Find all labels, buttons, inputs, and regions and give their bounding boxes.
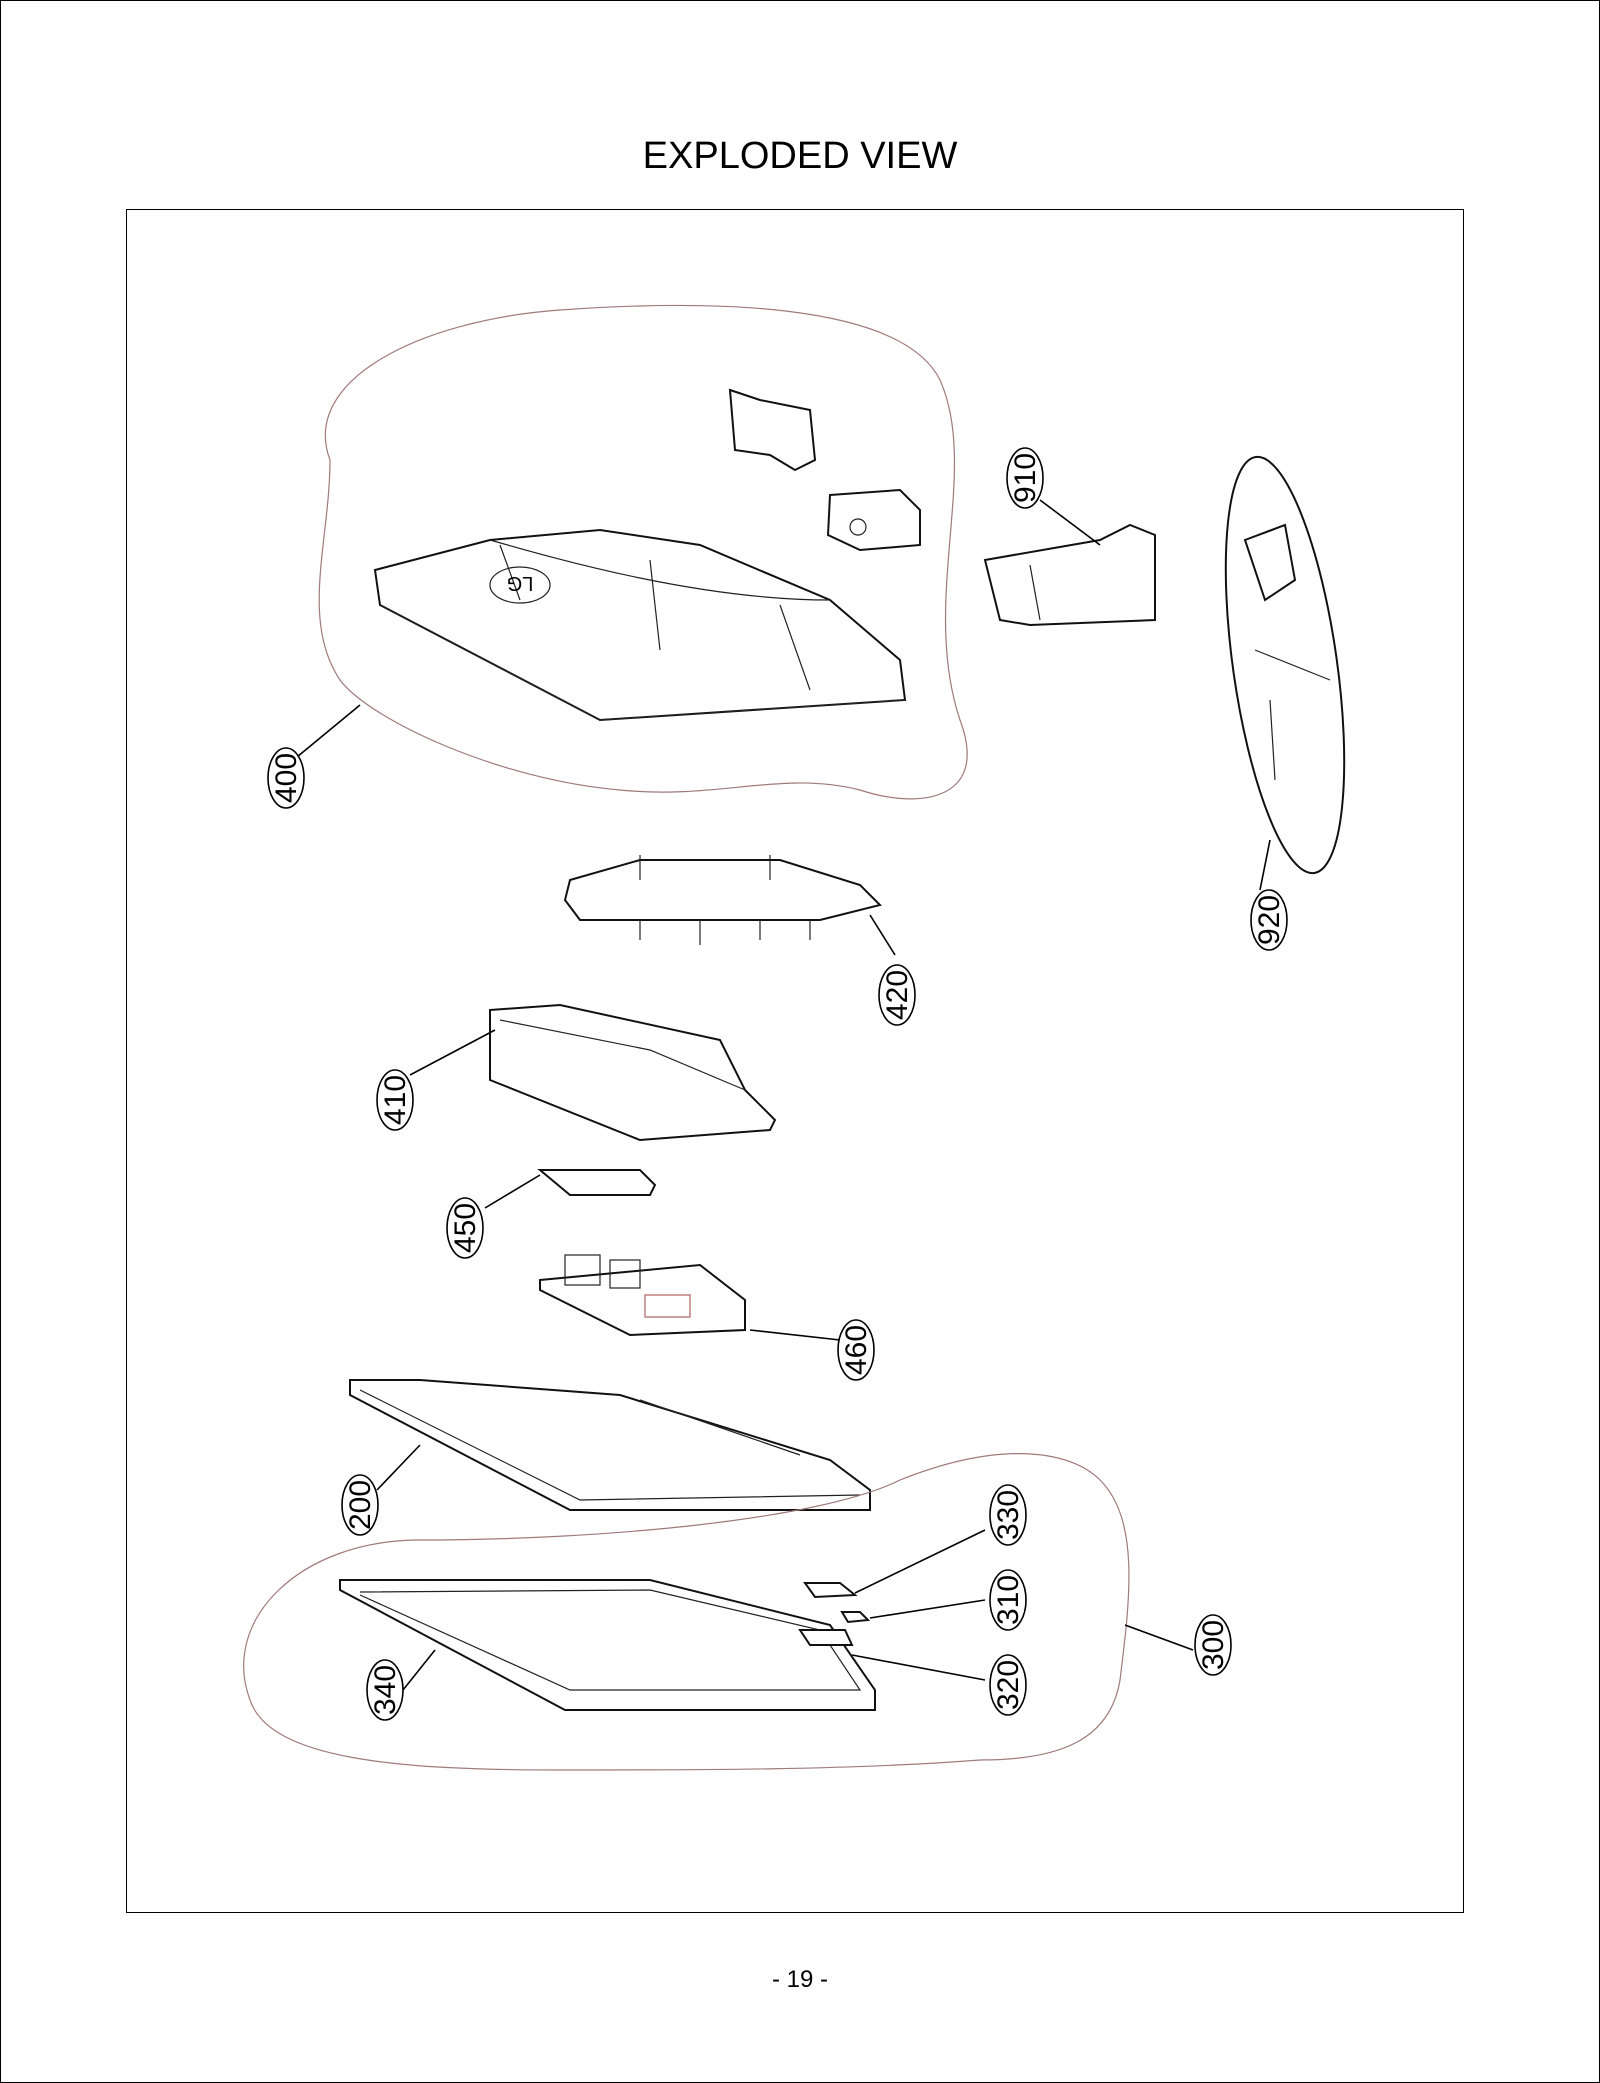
svg-text:410: 410 [379, 1075, 412, 1125]
rear-cover-400: LG [373, 528, 907, 722]
leader-460 [749, 1329, 841, 1341]
leader-330 [854, 1529, 986, 1594]
svg-text:300: 300 [1197, 1620, 1230, 1670]
leader-300 [1124, 1624, 1194, 1651]
group-outline-300 [243, 1453, 1130, 1771]
part-310 [840, 1611, 871, 1624]
svg-text:310: 310 [992, 1575, 1025, 1625]
leader-400 [296, 704, 361, 758]
callout-330: 330 [989, 1484, 1027, 1546]
leader-920 [1259, 839, 1271, 891]
callout-200: 200 [341, 1474, 379, 1536]
stand-base-920 [1224, 455, 1346, 875]
group-outline-400 [318, 304, 968, 800]
svg-text:320: 320 [992, 1660, 1025, 1710]
svg-text:460: 460 [840, 1325, 873, 1375]
leader-410 [409, 1029, 496, 1076]
svg-text:450: 450 [449, 1203, 482, 1253]
svg-text:400: 400 [270, 753, 303, 803]
svg-text:920: 920 [1253, 895, 1286, 945]
callout-300: 300 [1194, 1614, 1232, 1676]
callout-310: 310 [989, 1569, 1027, 1631]
callout-920: 920 [1250, 889, 1288, 951]
callout-450: 450 [446, 1197, 484, 1259]
lg-logo: LG [507, 572, 534, 594]
front-bezel-340 [339, 1579, 876, 1711]
shield-case-410 [489, 1003, 777, 1142]
leader-910 [1039, 499, 1101, 546]
callout-910: 910 [1006, 447, 1044, 509]
leader-450 [484, 1174, 541, 1209]
svg-text:420: 420 [881, 970, 914, 1020]
stand-neck-910 [983, 523, 1156, 627]
leader-200 [376, 1444, 421, 1491]
leader-320 [851, 1654, 986, 1681]
callout-460: 460 [837, 1319, 875, 1381]
power-board-460 [539, 1254, 746, 1337]
callout-400: 400 [267, 747, 305, 809]
part-330 [803, 1582, 858, 1599]
svg-text:340: 340 [369, 1665, 402, 1715]
page-number: - 19 - [771, 1966, 828, 1993]
bracket-420 [563, 855, 882, 945]
part-320 [798, 1629, 854, 1646]
svg-text:330: 330 [992, 1490, 1025, 1540]
callout-410: 410 [376, 1069, 414, 1131]
callout-420: 420 [878, 964, 916, 1026]
leader-310 [869, 1599, 986, 1619]
leader-420 [869, 914, 896, 956]
svg-text:200: 200 [344, 1480, 377, 1530]
stand-cover-part [728, 388, 817, 472]
diagram-frame [126, 209, 1464, 1913]
page-title: EXPLODED VIEW [642, 135, 958, 177]
lcd-module-200 [349, 1379, 871, 1511]
hinge-part [826, 488, 921, 552]
callout-320: 320 [989, 1654, 1027, 1716]
board-450 [537, 1169, 657, 1196]
callout-340: 340 [366, 1659, 404, 1721]
svg-text:910: 910 [1009, 453, 1042, 503]
